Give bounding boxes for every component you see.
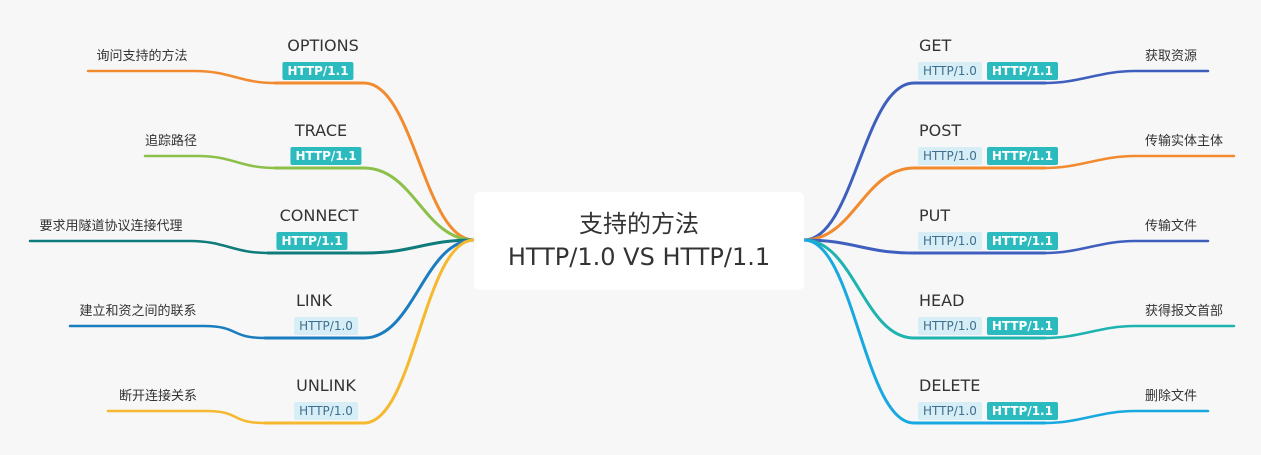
branch-connector: [802, 166, 1047, 242]
branch-badges-get: HTTP/1.0 HTTP/1.1: [918, 62, 1058, 80]
version-badge: HTTP/1.1: [290, 147, 362, 165]
branch-desc-put[interactable]: 传输文件: [1144, 219, 1198, 234]
root-title: 支持的方法: [579, 210, 699, 238]
root-node[interactable]: 支持的方法 HTTP/1.0 VS HTTP/1.1: [474, 192, 804, 290]
version-badge: HTTP/1.0: [918, 317, 982, 335]
version-badge: HTTP/1.0: [918, 62, 982, 80]
branch-method-options[interactable]: OPTIONS: [287, 36, 359, 55]
branch-badges-unlink: HTTP/1.0: [294, 402, 358, 420]
branch-desc-get[interactable]: 获取资源: [1144, 49, 1198, 64]
version-badge: HTTP/1.1: [276, 232, 348, 250]
desc-connector: [1043, 154, 1236, 170]
branch-desc-connect[interactable]: 要求用隧道协议连接代理: [39, 219, 183, 234]
version-badge: HTTP/1.1: [986, 402, 1058, 420]
branch-badges-connect: HTTP/1.1: [276, 232, 348, 250]
desc-connector: [1043, 324, 1236, 340]
version-badge: HTTP/1.0: [918, 147, 982, 165]
branch-badges-delete: HTTP/1.0 HTTP/1.1: [918, 402, 1058, 420]
version-badge: HTTP/1.1: [986, 62, 1058, 80]
version-badge: HTTP/1.0: [294, 317, 358, 335]
desc-connector: [106, 409, 267, 425]
branch-connector: [263, 238, 476, 340]
branch-method-post[interactable]: POST: [919, 121, 962, 140]
desc-connector: [28, 239, 270, 255]
branch-connector: [266, 238, 476, 255]
branch-method-link[interactable]: LINK: [295, 291, 333, 310]
branch-desc-unlink[interactable]: 断开连接关系: [118, 389, 198, 404]
branch-badges-link: HTTP/1.0: [294, 317, 358, 335]
branch-method-trace[interactable]: TRACE: [294, 121, 348, 140]
branch-desc-options[interactable]: 询问支持的方法: [96, 49, 188, 64]
desc-connector: [1043, 239, 1210, 255]
branch-desc-delete[interactable]: 删除文件: [1144, 389, 1198, 404]
branch-desc-post[interactable]: 传输实体主体: [1144, 134, 1224, 149]
branch-connector: [802, 81, 1047, 242]
branch-connector: [802, 238, 1047, 425]
branch-badges-put: HTTP/1.0 HTTP/1.1: [918, 232, 1058, 250]
branch-method-put[interactable]: PUT: [919, 206, 951, 225]
root-subtitle: HTTP/1.0 VS HTTP/1.1: [507, 243, 771, 271]
desc-connector: [68, 324, 267, 340]
version-badge: HTTP/1.0: [918, 232, 982, 250]
desc-connector: [1043, 409, 1210, 425]
branch-connector: [273, 166, 476, 242]
branch-method-head[interactable]: HEAD: [919, 291, 965, 310]
version-badge: HTTP/1.1: [986, 317, 1058, 335]
branch-method-connect[interactable]: CONNECT: [279, 206, 359, 225]
branch-method-unlink[interactable]: UNLINK: [296, 376, 356, 395]
branch-badges-head: HTTP/1.0 HTTP/1.1: [918, 317, 1058, 335]
desc-connector: [86, 69, 277, 85]
branch-method-delete[interactable]: DELETE: [919, 376, 981, 395]
desc-connector: [143, 154, 277, 170]
branch-connector: [802, 238, 1047, 255]
branch-desc-head[interactable]: 获得报文首部: [1144, 304, 1224, 319]
branch-badges-post: HTTP/1.0 HTTP/1.1: [918, 147, 1058, 165]
version-badge: HTTP/1.0: [294, 402, 358, 420]
version-badge: HTTP/1.1: [986, 232, 1058, 250]
version-badge: HTTP/1.0: [918, 402, 982, 420]
desc-connector: [1043, 69, 1210, 85]
branch-badges-trace: HTTP/1.1: [290, 147, 362, 165]
branch-badges-options: HTTP/1.1: [282, 62, 354, 80]
branch-desc-link[interactable]: 建立和资之间的联系: [79, 304, 197, 319]
branch-connector: [273, 81, 476, 242]
branch-method-get[interactable]: GET: [919, 36, 952, 55]
version-badge: HTTP/1.1: [282, 62, 354, 80]
branch-connector: [802, 238, 1047, 340]
branch-desc-trace[interactable]: 追踪路径: [144, 134, 198, 149]
version-badge: HTTP/1.1: [986, 147, 1058, 165]
branch-connector: [263, 238, 476, 425]
